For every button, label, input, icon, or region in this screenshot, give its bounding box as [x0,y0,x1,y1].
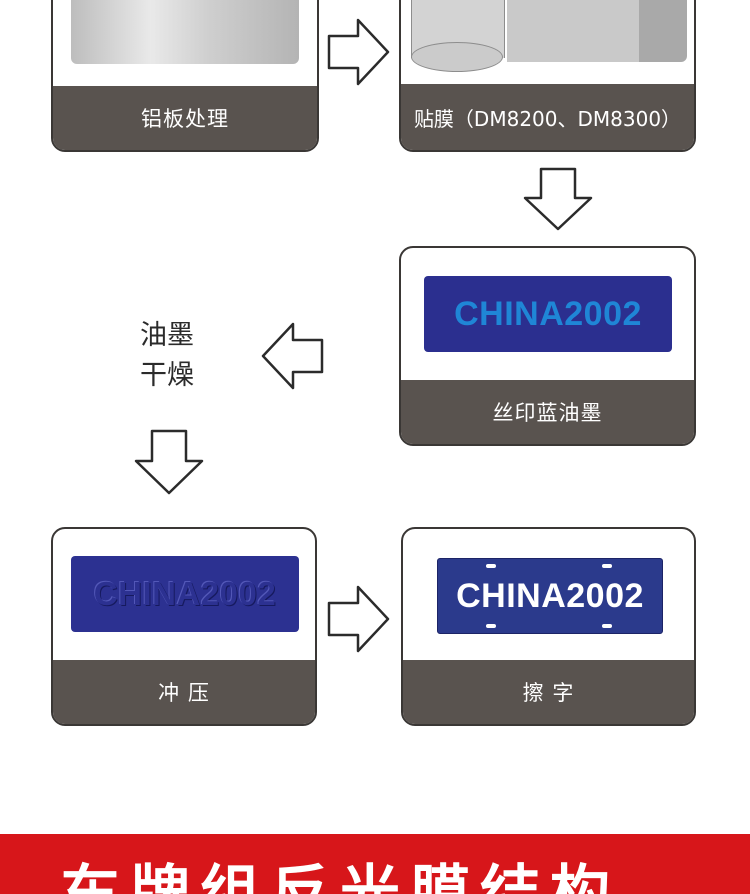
stamp-plate-text: CHINA2002 [93,575,277,612]
step-film-caption: 贴膜（DM8200、DM8300） [401,84,694,150]
plate-slot [602,624,612,628]
dry-label-line2: 干燥 [140,360,194,391]
step-stamp-card: CHINA2002 冲 压 [51,527,317,726]
step-aluminum-caption: 铝板处理 [53,86,317,150]
arrow-left-icon [261,322,324,390]
print-plate: CHINA2002 [424,276,672,352]
step-stamp-caption: 冲 压 [53,660,315,724]
plate-slot [602,564,612,568]
step-print-card: CHINA2002 丝印蓝油墨 [399,246,696,446]
section-banner: 车牌组反光膜结构 [0,834,750,894]
arrow-right-icon [327,18,390,86]
plate-slot [486,624,496,628]
step-wipe-caption: 擦 字 [403,660,694,724]
step-print-caption: 丝印蓝油墨 [401,380,694,444]
arrow-right-icon [327,585,390,653]
step-film-card: 贴膜（DM8200、DM8300） [399,0,696,152]
step-wipe-card: CHINA2002 擦 字 [401,527,696,726]
print-plate-text: CHINA2002 [454,294,642,333]
dry-label: 油墨 干燥 [140,316,194,396]
stamp-plate: CHINA2002 [71,556,299,632]
wipe-plate: CHINA2002 [437,558,663,634]
arrow-down-icon [134,429,204,495]
plate-slot [486,564,496,568]
film-roll-image [411,0,689,72]
step-aluminum-card: 铝板处理 [51,0,319,152]
aluminum-plate-image [71,0,299,64]
dry-label-line1: 油墨 [140,320,194,351]
wipe-plate-text: CHINA2002 [456,576,644,615]
banner-title: 车牌组反光膜结构 [60,859,620,894]
arrow-down-icon [523,167,593,231]
